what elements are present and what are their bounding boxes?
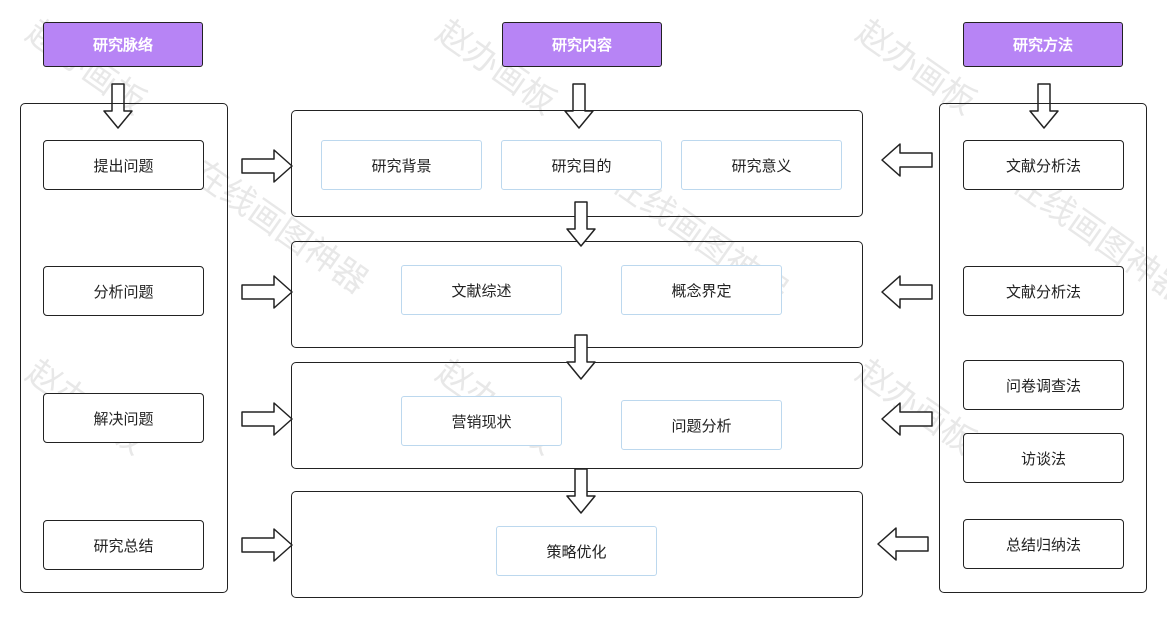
header-research-context: 研究脉络 xyxy=(43,22,203,67)
arrow-down-icon xyxy=(1029,83,1059,129)
content-item: 概念界定 xyxy=(621,265,782,315)
content-item: 策略优化 xyxy=(496,526,657,576)
method-item: 问卷调查法 xyxy=(963,360,1124,410)
content-item: 营销现状 xyxy=(401,396,562,446)
context-step-2: 分析问题 xyxy=(43,266,204,316)
method-item: 文献分析法 xyxy=(963,266,1124,316)
context-step-4: 研究总结 xyxy=(43,520,204,570)
arrow-down-icon xyxy=(566,468,596,514)
arrow-down-icon xyxy=(566,334,596,380)
arrow-left-icon xyxy=(881,402,933,436)
arrow-down-icon xyxy=(103,83,133,129)
method-item: 文献分析法 xyxy=(963,140,1124,190)
right-column-container xyxy=(939,103,1147,593)
arrow-left-icon xyxy=(877,527,929,561)
context-step-1: 提出问题 xyxy=(43,140,204,190)
arrow-left-icon xyxy=(881,143,933,177)
arrow-left-icon xyxy=(881,275,933,309)
content-item: 研究意义 xyxy=(681,140,842,190)
header-research-content: 研究内容 xyxy=(502,22,662,67)
content-item: 研究背景 xyxy=(321,140,482,190)
arrow-down-icon xyxy=(564,83,594,129)
content-item: 文献综述 xyxy=(401,265,562,315)
header-research-method: 研究方法 xyxy=(963,22,1123,67)
content-item: 研究目的 xyxy=(501,140,662,190)
arrow-down-icon xyxy=(566,201,596,247)
left-column-container xyxy=(20,103,228,593)
content-item: 问题分析 xyxy=(621,400,782,450)
method-item: 访谈法 xyxy=(963,433,1124,483)
context-step-3: 解决问题 xyxy=(43,393,204,443)
arrow-right-icon xyxy=(241,528,293,562)
arrow-right-icon xyxy=(241,149,293,183)
method-item: 总结归纳法 xyxy=(963,519,1124,569)
arrow-right-icon xyxy=(241,402,293,436)
arrow-right-icon xyxy=(241,275,293,309)
